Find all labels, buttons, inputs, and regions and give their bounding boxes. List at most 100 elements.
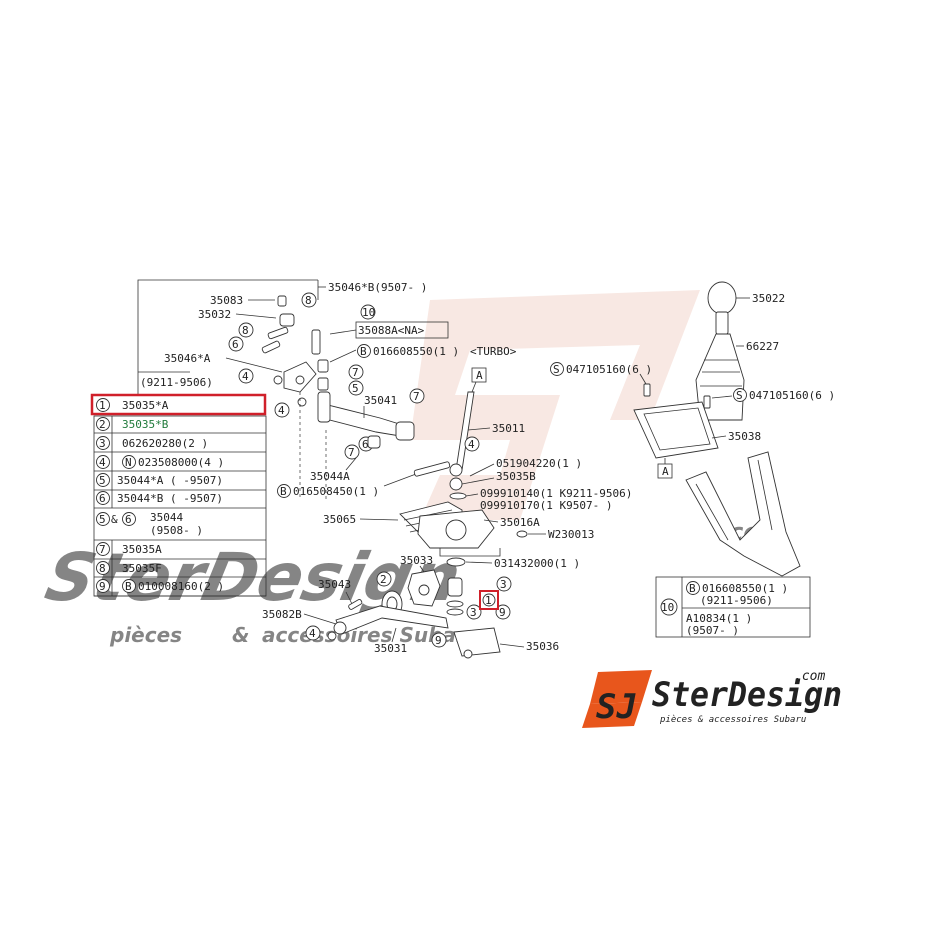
clip [516,530,528,538]
label-s-047105160-a: S 047105160(6 ) [550,362,652,376]
svg-text:35035F: 35035F [122,562,162,575]
svg-text:B: B [280,485,287,498]
label-051904220: 051904220(1 ) [496,457,582,470]
leader [303,613,337,625]
svg-text:SJ: SJ [596,687,637,727]
leader [345,591,353,605]
svg-text:1: 1 [99,399,106,412]
label-35038: 35038 [728,430,761,443]
circle-callout-6: 6 [228,336,244,352]
svg-text:016508450(1 ): 016508450(1 ) [293,485,379,498]
svg-text:9: 9 [99,580,106,593]
label-35065: 35065 [323,513,356,526]
circle-callout-3b: 3 [466,604,482,620]
leader [419,565,425,573]
leader [711,395,733,399]
leader [469,463,495,477]
legend-row-7: 7 35035A [96,542,162,556]
svg-text:1: 1 [485,594,492,607]
svg-text:5: 5 [352,382,359,395]
svg-text:6: 6 [99,492,106,505]
housing-35016a [417,509,495,549]
label-35088a: 35088A<NA> [358,324,425,337]
svg-text:062620280(2 ): 062620280(2 ) [122,437,208,450]
circle-callout-7c: 7 [344,444,360,460]
svg-text:6: 6 [232,338,239,351]
bracket-35036 [453,627,501,659]
svg-text:(9211-9506): (9211-9506) [700,594,773,607]
leader [329,329,357,335]
svg-text:2: 2 [380,573,387,586]
label-35046-a: 35046*A [164,352,211,365]
circle-callout-2: 2 [376,571,392,587]
shift-rod-35031 [333,605,449,635]
svg-text:B: B [360,345,367,358]
callout-1-highlight-box [479,590,499,610]
washer [446,557,466,567]
washer [446,600,464,608]
svg-text:(9507- ): (9507- ) [686,624,739,637]
leader [711,435,727,439]
leader [383,473,417,487]
pin [348,599,363,610]
leader [461,477,495,485]
legend-row-3: 3 062620280(2 ) [96,436,208,450]
label-w230013: W230013 [548,528,594,541]
shifter-bracket-parts [261,295,329,407]
label-35033: 35033 [400,554,433,567]
screw [643,383,651,397]
circle-callout-10: 10 [360,304,376,320]
svg-text:023508000(4 ): 023508000(4 ) [138,456,224,469]
sterdesign-logo: SJ SterDesign .com pièces & accessoires … [582,669,842,728]
label-b-016508450: B 016508450(1 ) [277,484,379,498]
svg-text:S: S [736,389,743,402]
circle-callout-9b: 9 [431,632,447,648]
circle-callout-7a: 7 [348,364,364,380]
label-35031: 35031 [374,642,407,655]
svg-text:10: 10 [661,601,674,614]
bracket-35033 [407,569,441,607]
svg-text:047105160(6 ): 047105160(6 ) [566,363,652,376]
flag-a2: A [662,465,669,478]
logo-tagline: pièces & accessoires Subaru [659,714,806,725]
svg-text:8: 8 [99,562,106,575]
svg-text:B: B [125,580,132,593]
shift-rod-35041 [317,391,415,449]
leader [391,627,397,643]
shift-lever-35011 [449,391,475,477]
label-35011: 35011 [492,422,525,435]
flag-a-box [471,367,487,383]
svg-text:047105160(6 ): 047105160(6 ) [749,389,835,402]
svg-text:35035A: 35035A [122,543,162,556]
washer [449,492,467,500]
console-plate-35038 [633,401,719,459]
label-099910140: 099910140(1 K9211-9506) [480,487,632,500]
svg-text:016608550(1 ): 016608550(1 ) [702,582,788,595]
upper-group-frame [137,279,318,396]
svg-text:35035*A: 35035*A [122,399,169,412]
leader [465,493,479,497]
screw [703,395,711,409]
label-35022: 35022 [752,292,785,305]
svg-text:7: 7 [413,390,420,403]
legend-row-2: 2 35035*B [96,417,169,431]
label-35032: 35032 [198,308,231,321]
label-35046-b: 35046*B(9507- ) [328,281,427,294]
leader [345,457,357,471]
bracket [439,548,501,557]
label-35043: 35043 [318,578,351,591]
leader [483,519,499,523]
console-frame [685,451,801,577]
leader [467,427,491,431]
label-range-9211-9506: (9211-9506) [140,376,213,389]
svg-text:3: 3 [500,578,507,591]
logo-sj-mark: SJ [582,670,652,728]
circle-callout-4a: 4 [238,368,254,384]
legend-row-9: 9 B 010008160(2 ) [96,579,224,593]
label-35041: 35041 [364,394,397,407]
circle-callout-1-highlighted: 1 [479,590,499,610]
logo-name: SterDesign [652,675,842,715]
bolt [327,631,337,641]
svg-text:4: 4 [468,438,475,451]
label-35044a: 35044A [310,470,350,483]
